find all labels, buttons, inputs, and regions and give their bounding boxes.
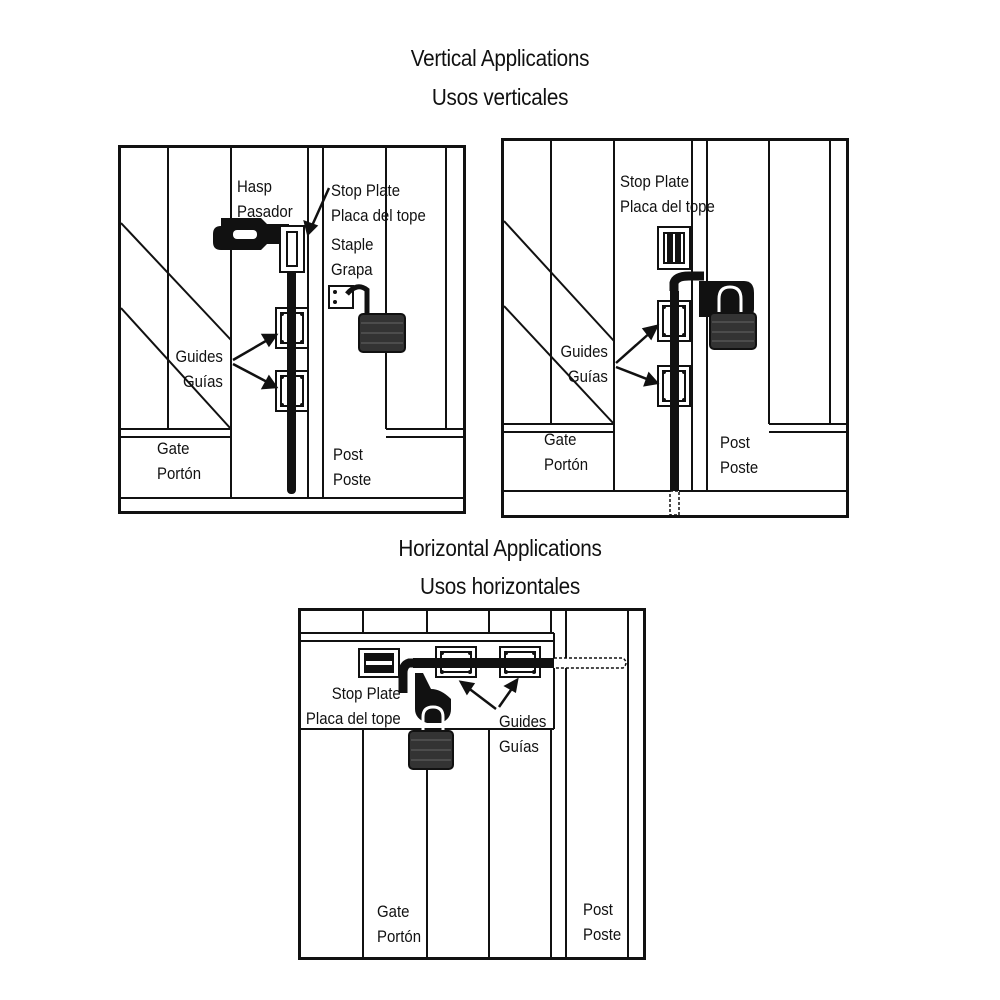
vertical-title-es: Usos verticales [431,84,569,110]
horizontal-title-en: Horizontal Applications [398,535,602,561]
stop-plate-icon [657,226,691,270]
padlock-icon [358,313,406,353]
vertical-panel-hasp-drawing [121,148,463,499]
horizontal-title-es: Usos horizontales [420,573,580,599]
vertical-panel-padlock-drawing [504,141,846,515]
horizontal-panel-drawing [301,611,629,957]
bolt-rod [287,238,296,494]
vertical-title-en: Vertical Applications [410,45,590,71]
bolt-rod [413,658,554,668]
padlock-icon [408,673,454,770]
stop-plate-icon [279,225,305,273]
stop-plate-icon [358,648,400,678]
hasp-icon [213,218,289,250]
padlock-icon [699,281,757,350]
staple-icon [328,284,370,316]
